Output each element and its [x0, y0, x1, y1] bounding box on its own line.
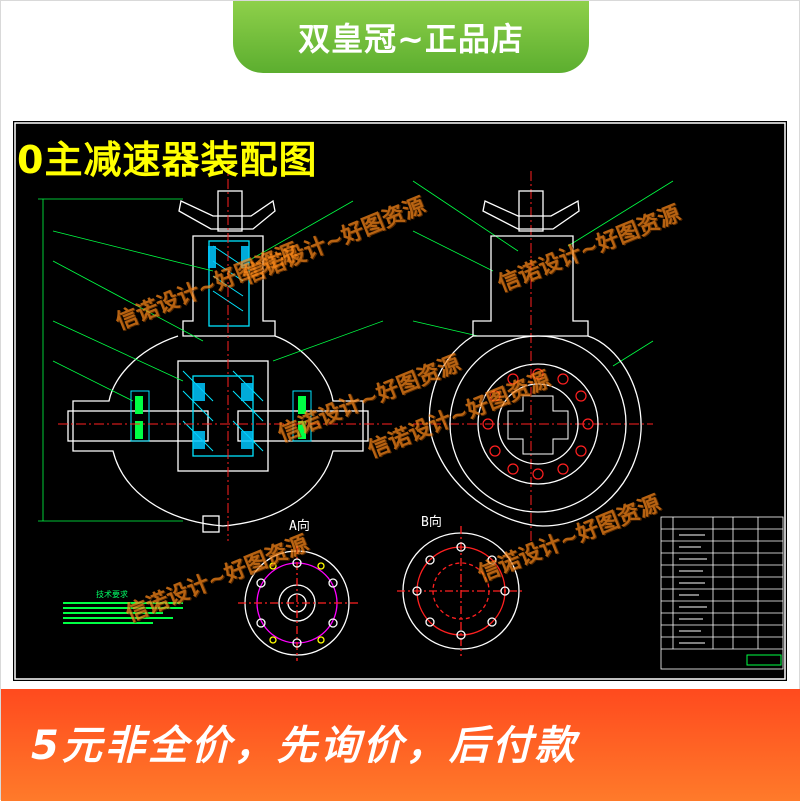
title-block-label-box — [746, 654, 782, 666]
parts-list-text-marks — [679, 534, 707, 644]
a-view-flange — [238, 546, 358, 661]
a-view-label: A向 — [289, 519, 310, 534]
price-notice-banner: 5元非全价，先询价，后付款 — [1, 689, 800, 801]
green-bearings — [135, 396, 306, 439]
side-view-bolts — [482, 368, 594, 480]
cad-drawing-graphics — [14, 122, 786, 680]
cad-drawing-sheet — [13, 121, 787, 681]
side-view — [428, 190, 642, 527]
gear-highlights — [193, 246, 253, 449]
b-view-flange — [397, 526, 525, 656]
parts-list-table — [660, 516, 784, 670]
dimension-lines — [38, 198, 183, 522]
b-view-label: B向 — [421, 515, 442, 530]
centerlines — [58, 161, 653, 541]
tech-requirements-lines — [63, 599, 183, 627]
shop-name-banner: 双皇冠~正品店 — [233, 1, 589, 73]
price-notice-text: 5元非全价，先询价，后付款 — [31, 723, 578, 769]
shop-name-text: 双皇冠~正品店 — [298, 20, 524, 58]
leader-lines — [52, 180, 674, 402]
side-view-spider — [507, 395, 569, 455]
drawing-title: 0主减速器装配图 — [17, 138, 318, 182]
tech-requirements-title: 技术要求 — [96, 590, 128, 599]
